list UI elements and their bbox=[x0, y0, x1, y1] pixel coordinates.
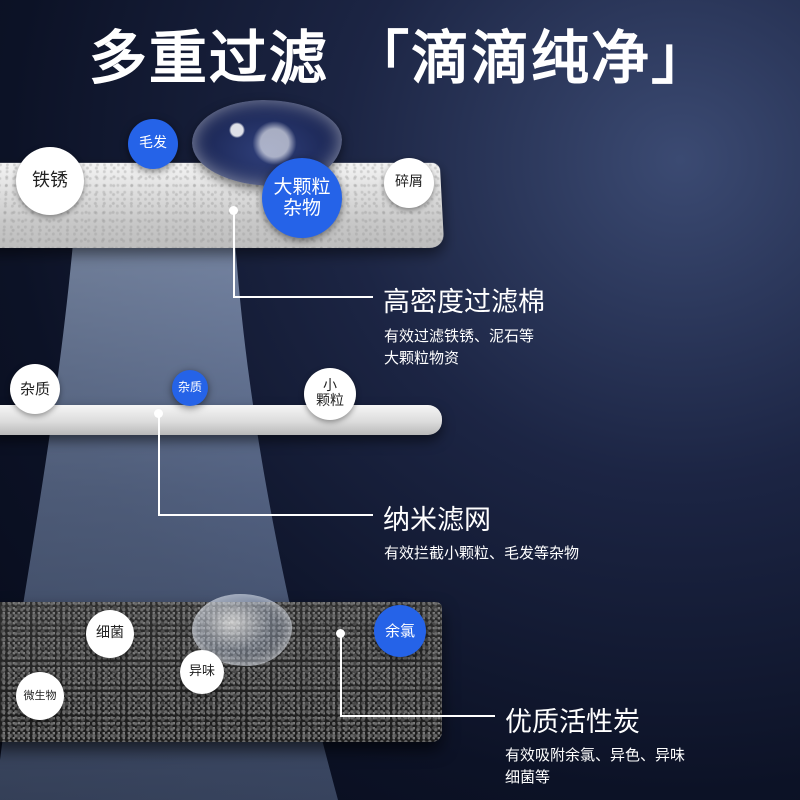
bubble-label: 细菌 bbox=[96, 625, 124, 642]
callout-dot-mesh bbox=[154, 409, 163, 418]
bubble-label: 杂质 bbox=[177, 380, 202, 395]
bubble-label: 大颗粒 bbox=[273, 176, 331, 199]
debris-bubble: 碎屑 bbox=[384, 158, 434, 208]
bubble-label: 杂物 bbox=[282, 197, 321, 219]
description-line: 有效拦截小颗粒、毛发等杂物 bbox=[384, 544, 580, 562]
bubble-label: 毛发 bbox=[139, 135, 167, 152]
callout-line-mesh bbox=[158, 514, 373, 516]
description-line: 大颗粒物资 bbox=[384, 349, 460, 367]
callout-dot-carbon bbox=[336, 629, 345, 638]
cotton-description: 有效过滤铁锈、泥石等 大颗粒物资 bbox=[384, 325, 534, 369]
bacteria-bubble: 细菌 bbox=[86, 610, 134, 658]
mesh-heading: 纳米滤网 bbox=[383, 505, 491, 536]
callout-line-cotton bbox=[233, 211, 235, 297]
residual-chlorine-bubble: 余氯 bbox=[374, 605, 426, 657]
callout-line-carbon bbox=[340, 634, 342, 716]
cotton-heading: 高密度过滤棉 bbox=[383, 287, 545, 318]
bubble-label: 颗粒 bbox=[316, 393, 344, 409]
callout-line-cotton bbox=[233, 296, 373, 298]
large-particles-bubble: 大颗粒 杂物 bbox=[262, 158, 342, 238]
callout-dot-cotton bbox=[229, 206, 238, 215]
bubble-label: 碎屑 bbox=[395, 174, 423, 191]
impurity-bubble: 杂质 bbox=[10, 364, 60, 414]
bubble-label: 铁锈 bbox=[32, 170, 68, 192]
description-line: 有效过滤铁锈、泥石等 bbox=[384, 327, 535, 345]
description-line: 细菌等 bbox=[505, 768, 551, 786]
carbon-heading: 优质活性炭 bbox=[505, 707, 640, 738]
bubble-label: 小 bbox=[323, 377, 337, 394]
nano-filter-mesh-layer bbox=[0, 405, 442, 435]
description-line: 有效吸附余氯、异色、异味 bbox=[505, 746, 686, 764]
mesh-description: 有效拦截小颗粒、毛发等杂物 bbox=[384, 542, 579, 564]
callout-line-carbon bbox=[340, 715, 495, 717]
bubble-label: 余氯 bbox=[384, 621, 415, 640]
bubble-label: 异味 bbox=[188, 663, 215, 679]
microbes-bubble: 微生物 bbox=[16, 672, 64, 720]
odor-bubble: 异味 bbox=[180, 650, 224, 694]
impurity-small-bubble: 杂质 bbox=[172, 370, 208, 406]
small-particles-bubble: 小 颗粒 bbox=[304, 368, 356, 420]
bubble-label: 微生物 bbox=[23, 688, 57, 702]
callout-line-mesh bbox=[158, 414, 160, 515]
hair-bubble: 毛发 bbox=[128, 119, 178, 169]
rust-bubble: 铁锈 bbox=[16, 147, 84, 215]
page-title: 多重过滤 「滴滴纯净」 bbox=[88, 24, 712, 92]
carbon-description: 有效吸附余氯、异色、异味 细菌等 bbox=[505, 744, 685, 788]
bubble-label: 杂质 bbox=[19, 379, 50, 398]
